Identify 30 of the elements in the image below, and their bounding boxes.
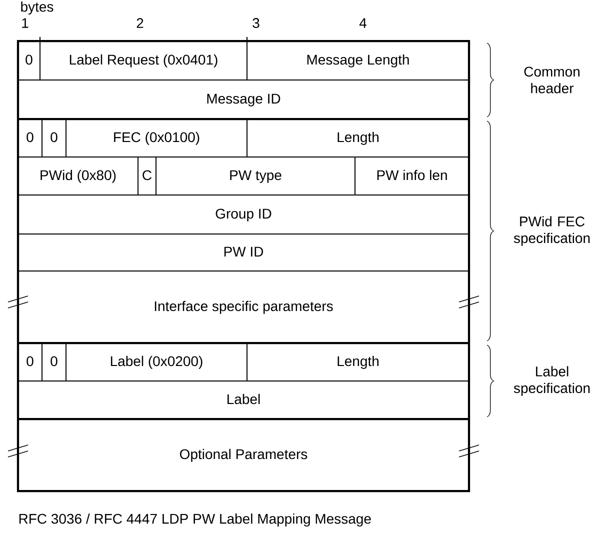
field-cell: Label (18, 380, 470, 420)
field-cell: Group ID (18, 194, 470, 234)
byte-number: 2 (136, 18, 144, 28)
node-label: 0 (26, 356, 34, 366)
byte-number: 1 (22, 18, 28, 28)
field-cell: Message Length (246, 40, 470, 80)
field-cell: PW ID (18, 234, 470, 272)
node-label: 0 (26, 54, 32, 65)
group-label: Label specification (514, 366, 590, 396)
byte-number: 4 (359, 18, 366, 28)
field-cell: 0 (42, 342, 66, 382)
field-cell: Message ID (18, 80, 470, 120)
field-cell: Length (246, 342, 470, 382)
field-cell: 0 (42, 118, 66, 158)
field-cell: Label Request (0x0401) (40, 40, 248, 80)
group-label: PWid FEC specification (514, 216, 590, 246)
caption: RFC 3036 / RFC 4447 LDP PW Label Mapping Message (19, 513, 371, 527)
field-cell: C (138, 156, 156, 196)
field-cell: PW type (156, 156, 356, 196)
field-cell: PWid (0x80) (18, 156, 138, 196)
field-cell: Length (246, 118, 470, 158)
axis-title: bytes (21, 1, 54, 15)
group-label: Common header (524, 66, 580, 94)
field-cell: FEC (0x0100) (66, 118, 248, 158)
field-cell: Interface specific parameters (18, 270, 470, 344)
field-cell: Label (0x0200) (66, 342, 248, 382)
node-label: Optional Parameters (180, 448, 308, 462)
node-label: 0 (26, 132, 34, 142)
byte-number: 3 (252, 18, 260, 28)
field-cell: PW info len (354, 156, 470, 196)
